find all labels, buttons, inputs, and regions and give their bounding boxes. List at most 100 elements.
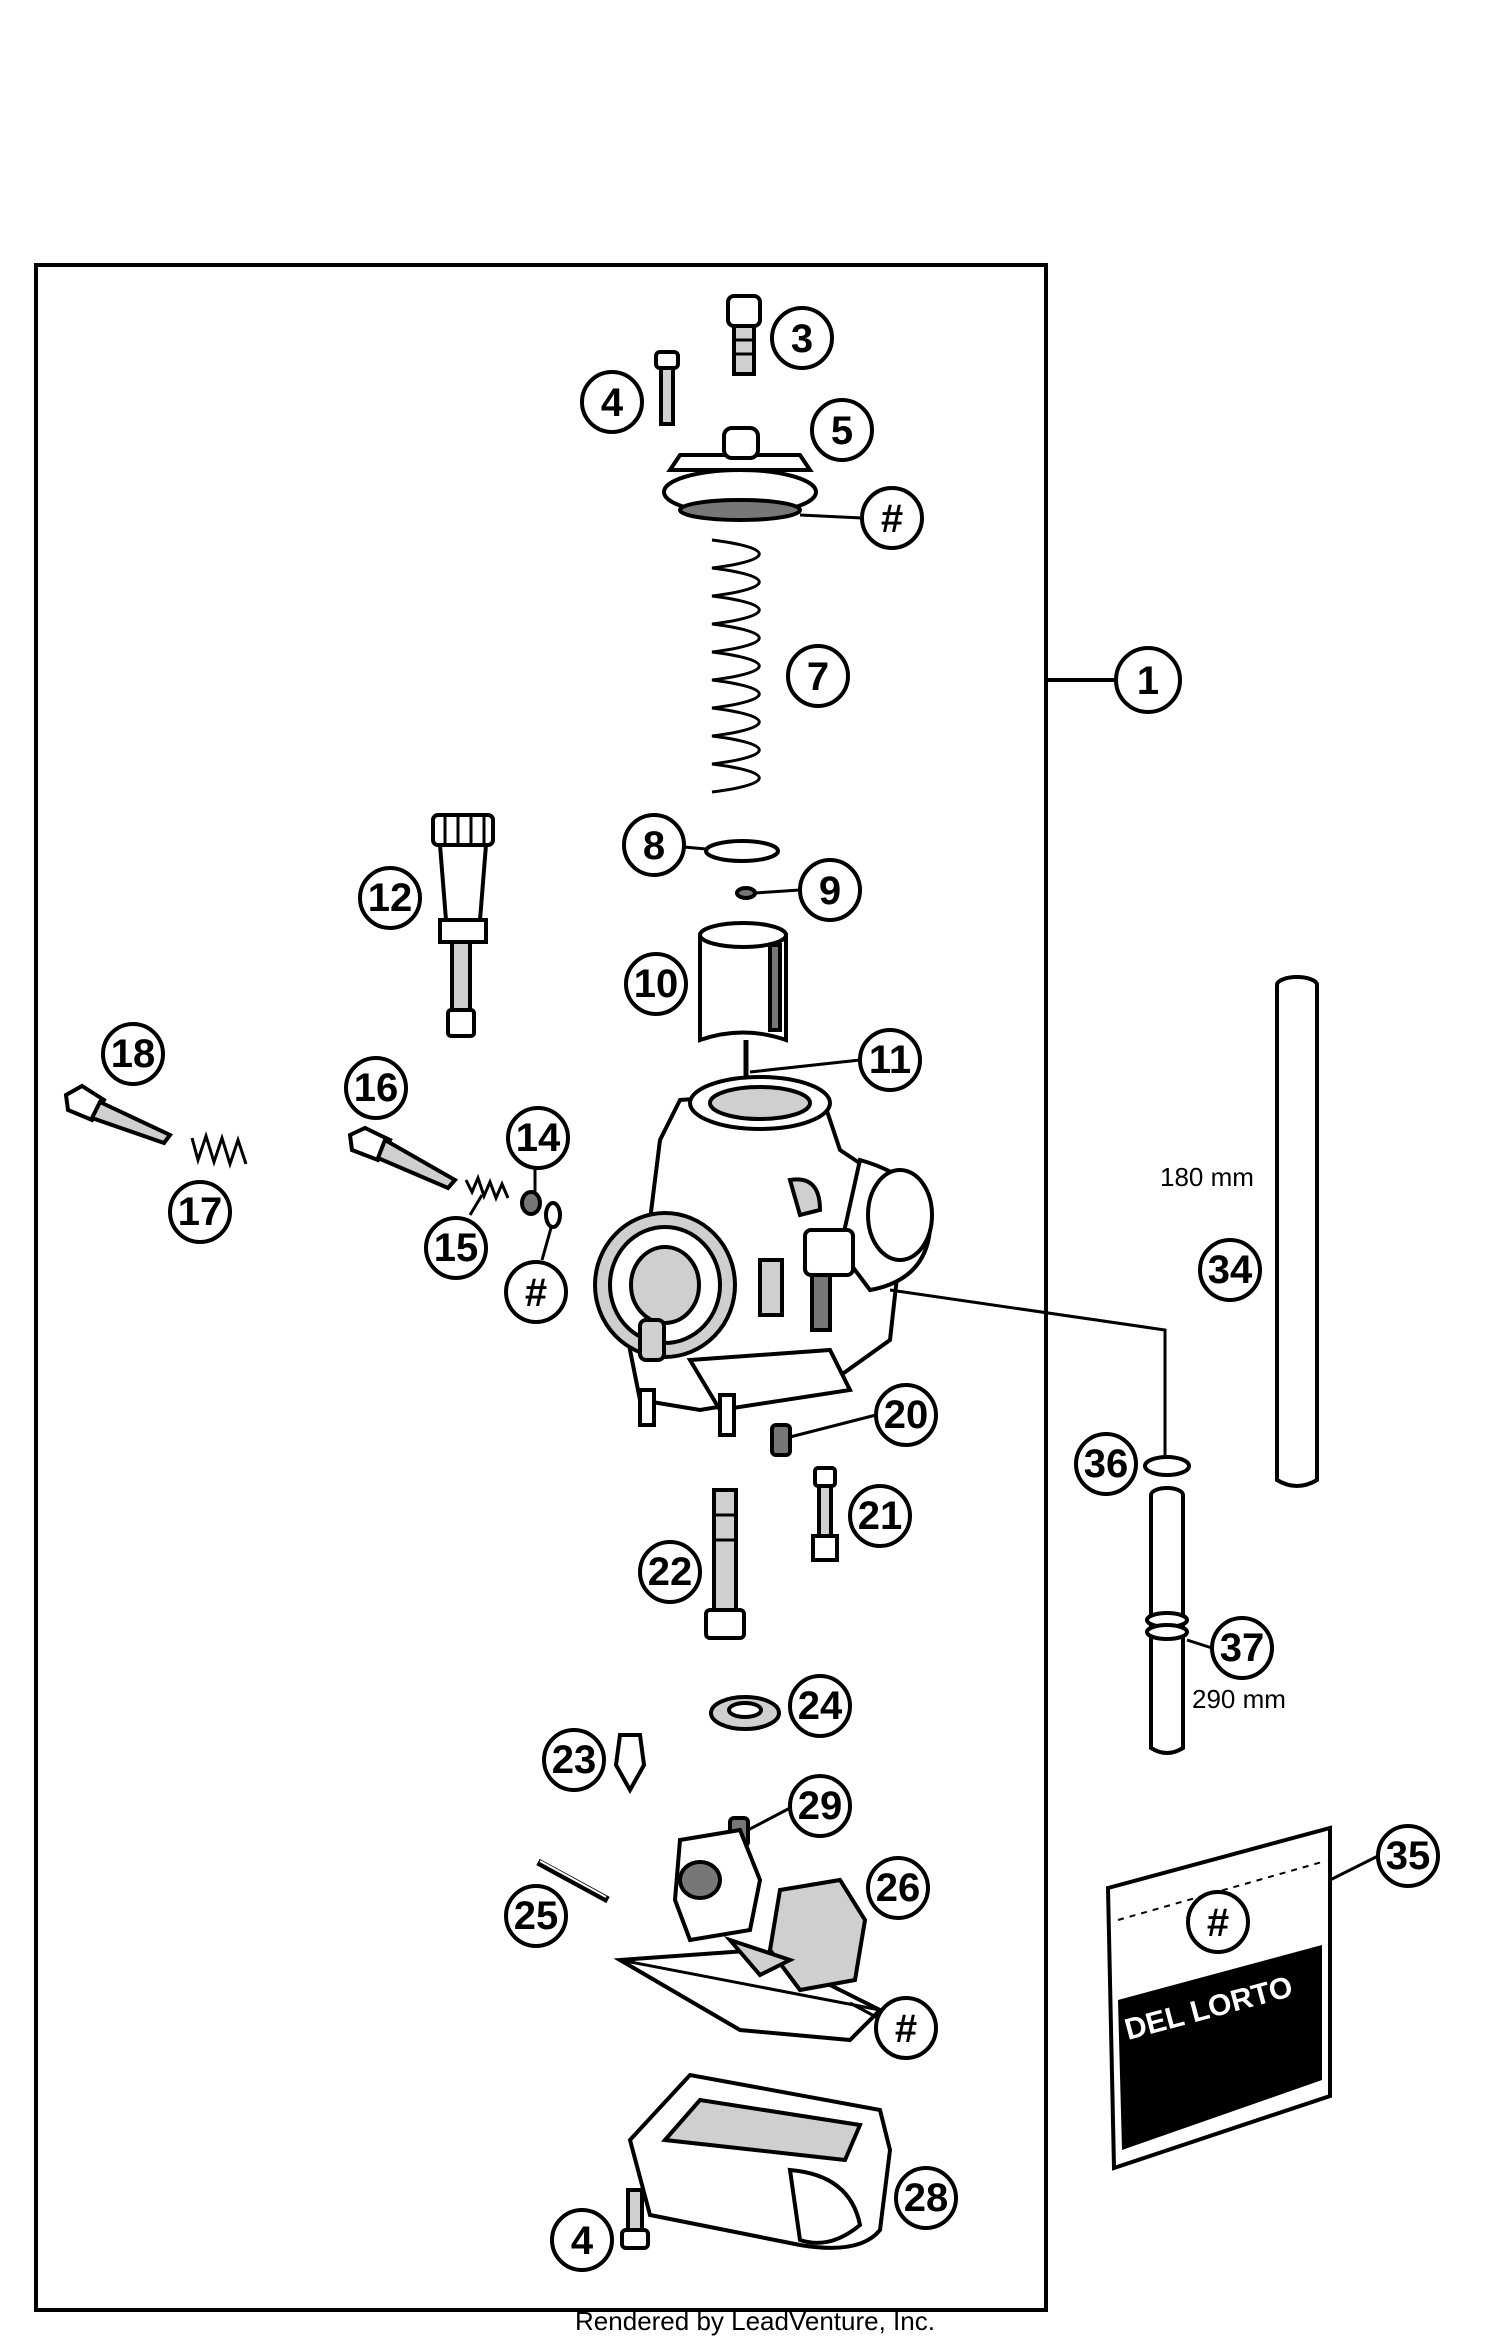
callout-10: 10 — [624, 952, 688, 1016]
svg-text:16: 16 — [354, 1066, 399, 1110]
svg-text:15: 15 — [434, 1226, 479, 1270]
callout-11: 11 — [749, 1028, 922, 1092]
callout-26: 26 — [866, 1856, 930, 1920]
svg-text:10: 10 — [634, 962, 679, 1006]
svg-text:11: 11 — [869, 1038, 911, 1082]
callout-3: 3 — [770, 306, 834, 370]
callout-20: 20 — [789, 1383, 938, 1447]
callout-9: 9 — [754, 858, 862, 922]
callout-12: 12 — [358, 866, 422, 930]
svg-text:4: 4 — [601, 381, 624, 425]
part-24-nut — [709, 1695, 781, 1731]
part-15-spring — [464, 1173, 510, 1203]
svg-text:4: 4 — [571, 2219, 594, 2263]
part-3-cable-adjuster — [726, 294, 762, 376]
part-21-jet — [811, 1466, 839, 1562]
callout-hash-kit: # — [1186, 1890, 1250, 1954]
svg-text:18: 18 — [111, 1032, 156, 1076]
callout-7: 7 — [786, 644, 850, 708]
part-gasket — [619, 1958, 881, 2012]
part-35-kit-bag — [1105, 1825, 1332, 2171]
part-4-screw-bottom — [620, 2188, 650, 2250]
svg-text:14: 14 — [516, 1116, 561, 1160]
hose-37-length-label: 290 mm — [1192, 1684, 1286, 1714]
svg-text:1: 1 — [1137, 659, 1159, 703]
part-28-float-bowl — [627, 2072, 893, 2250]
svg-text:23: 23 — [552, 1738, 597, 1782]
svg-text:34: 34 — [1208, 1248, 1253, 1292]
vent-line — [889, 1288, 1167, 1455]
part-8-plate — [704, 839, 780, 863]
svg-text:5: 5 — [831, 409, 853, 453]
part-16-mixture-screw — [347, 1125, 459, 1191]
svg-text:#: # — [1207, 1901, 1229, 1945]
svg-text:24: 24 — [798, 1684, 843, 1728]
svg-text:36: 36 — [1084, 1442, 1129, 1486]
part-oring-small — [544, 1201, 562, 1229]
svg-text:3: 3 — [791, 317, 813, 361]
part-20-jet — [770, 1423, 792, 1457]
part-12-choke-plunger — [431, 813, 495, 1038]
callout-35: 35 — [1329, 1824, 1440, 1888]
rendered-by-footer: Rendered by LeadVenture, Inc. — [575, 2306, 935, 2336]
callout-29: 29 — [747, 1774, 852, 1838]
svg-text:#: # — [525, 1271, 547, 1315]
svg-text:20: 20 — [884, 1393, 929, 1437]
svg-text:17: 17 — [178, 1190, 223, 1234]
callout-hash-gasket: # — [849, 1996, 938, 2060]
callout-5: 5 — [810, 398, 874, 462]
svg-text:21: 21 — [858, 1494, 903, 1538]
part-23-float-needle — [613, 1733, 647, 1795]
part-22-needle-jet — [704, 1488, 746, 1640]
svg-text:7: 7 — [807, 655, 829, 699]
callout-25: 25 — [504, 1884, 568, 1948]
part-5-cap — [662, 426, 818, 522]
svg-text:8: 8 — [643, 824, 665, 868]
callout-17: 17 — [168, 1180, 232, 1244]
callout-22: 22 — [638, 1540, 702, 1604]
hose-34-length-label: 180 mm — [1160, 1162, 1254, 1192]
svg-text:22: 22 — [648, 1550, 693, 1594]
svg-text:12: 12 — [368, 876, 413, 920]
svg-text:#: # — [881, 497, 903, 541]
callout-23: 23 — [542, 1728, 606, 1792]
callout-18: 18 — [101, 1022, 165, 1086]
callout-24: 24 — [788, 1674, 852, 1738]
callout-8: 8 — [622, 813, 707, 877]
svg-text:25: 25 — [514, 1894, 559, 1938]
callout-4-bottom: 4 — [550, 2208, 614, 2272]
callout-14: 14 — [506, 1106, 570, 1192]
part-25-float-pin — [536, 1858, 610, 1904]
callout-21: 21 — [848, 1484, 912, 1548]
part-18-idle-screw — [63, 1083, 174, 1146]
part-26-float — [613, 1827, 884, 2043]
part-10-throttle-slide — [698, 921, 788, 1043]
part-37-hose — [1145, 1486, 1189, 1755]
svg-text:28: 28 — [904, 2176, 949, 2220]
part-34-tube — [1275, 975, 1319, 1488]
part-17-spring — [190, 1131, 248, 1169]
svg-text:37: 37 — [1220, 1626, 1265, 1670]
part-7-spring — [711, 538, 761, 794]
callout-28: 28 — [894, 2166, 958, 2230]
callout-34: 34 — [1198, 1238, 1262, 1302]
callout-36: 36 — [1074, 1432, 1138, 1496]
callout-hash-mid: # — [504, 1227, 568, 1324]
part-14-washer — [520, 1190, 542, 1216]
callout-4-top: 4 — [580, 370, 644, 434]
part-36-clip — [1143, 1455, 1191, 1477]
callout-1: 1 — [1114, 646, 1182, 714]
svg-text:35: 35 — [1386, 1834, 1431, 1878]
svg-text:#: # — [895, 2007, 917, 2051]
callout-hash-top: # — [799, 486, 924, 550]
carburetor-body — [593, 1075, 934, 1437]
part-9-clip — [735, 886, 757, 900]
svg-text:9: 9 — [819, 869, 841, 913]
callout-15: 15 — [424, 1194, 488, 1280]
part-4-screw-top — [654, 350, 680, 426]
callout-16: 16 — [344, 1056, 408, 1120]
assembly-frame — [34, 263, 1048, 2312]
svg-text:26: 26 — [876, 1866, 921, 1910]
callout-37: 37 — [1186, 1616, 1274, 1680]
